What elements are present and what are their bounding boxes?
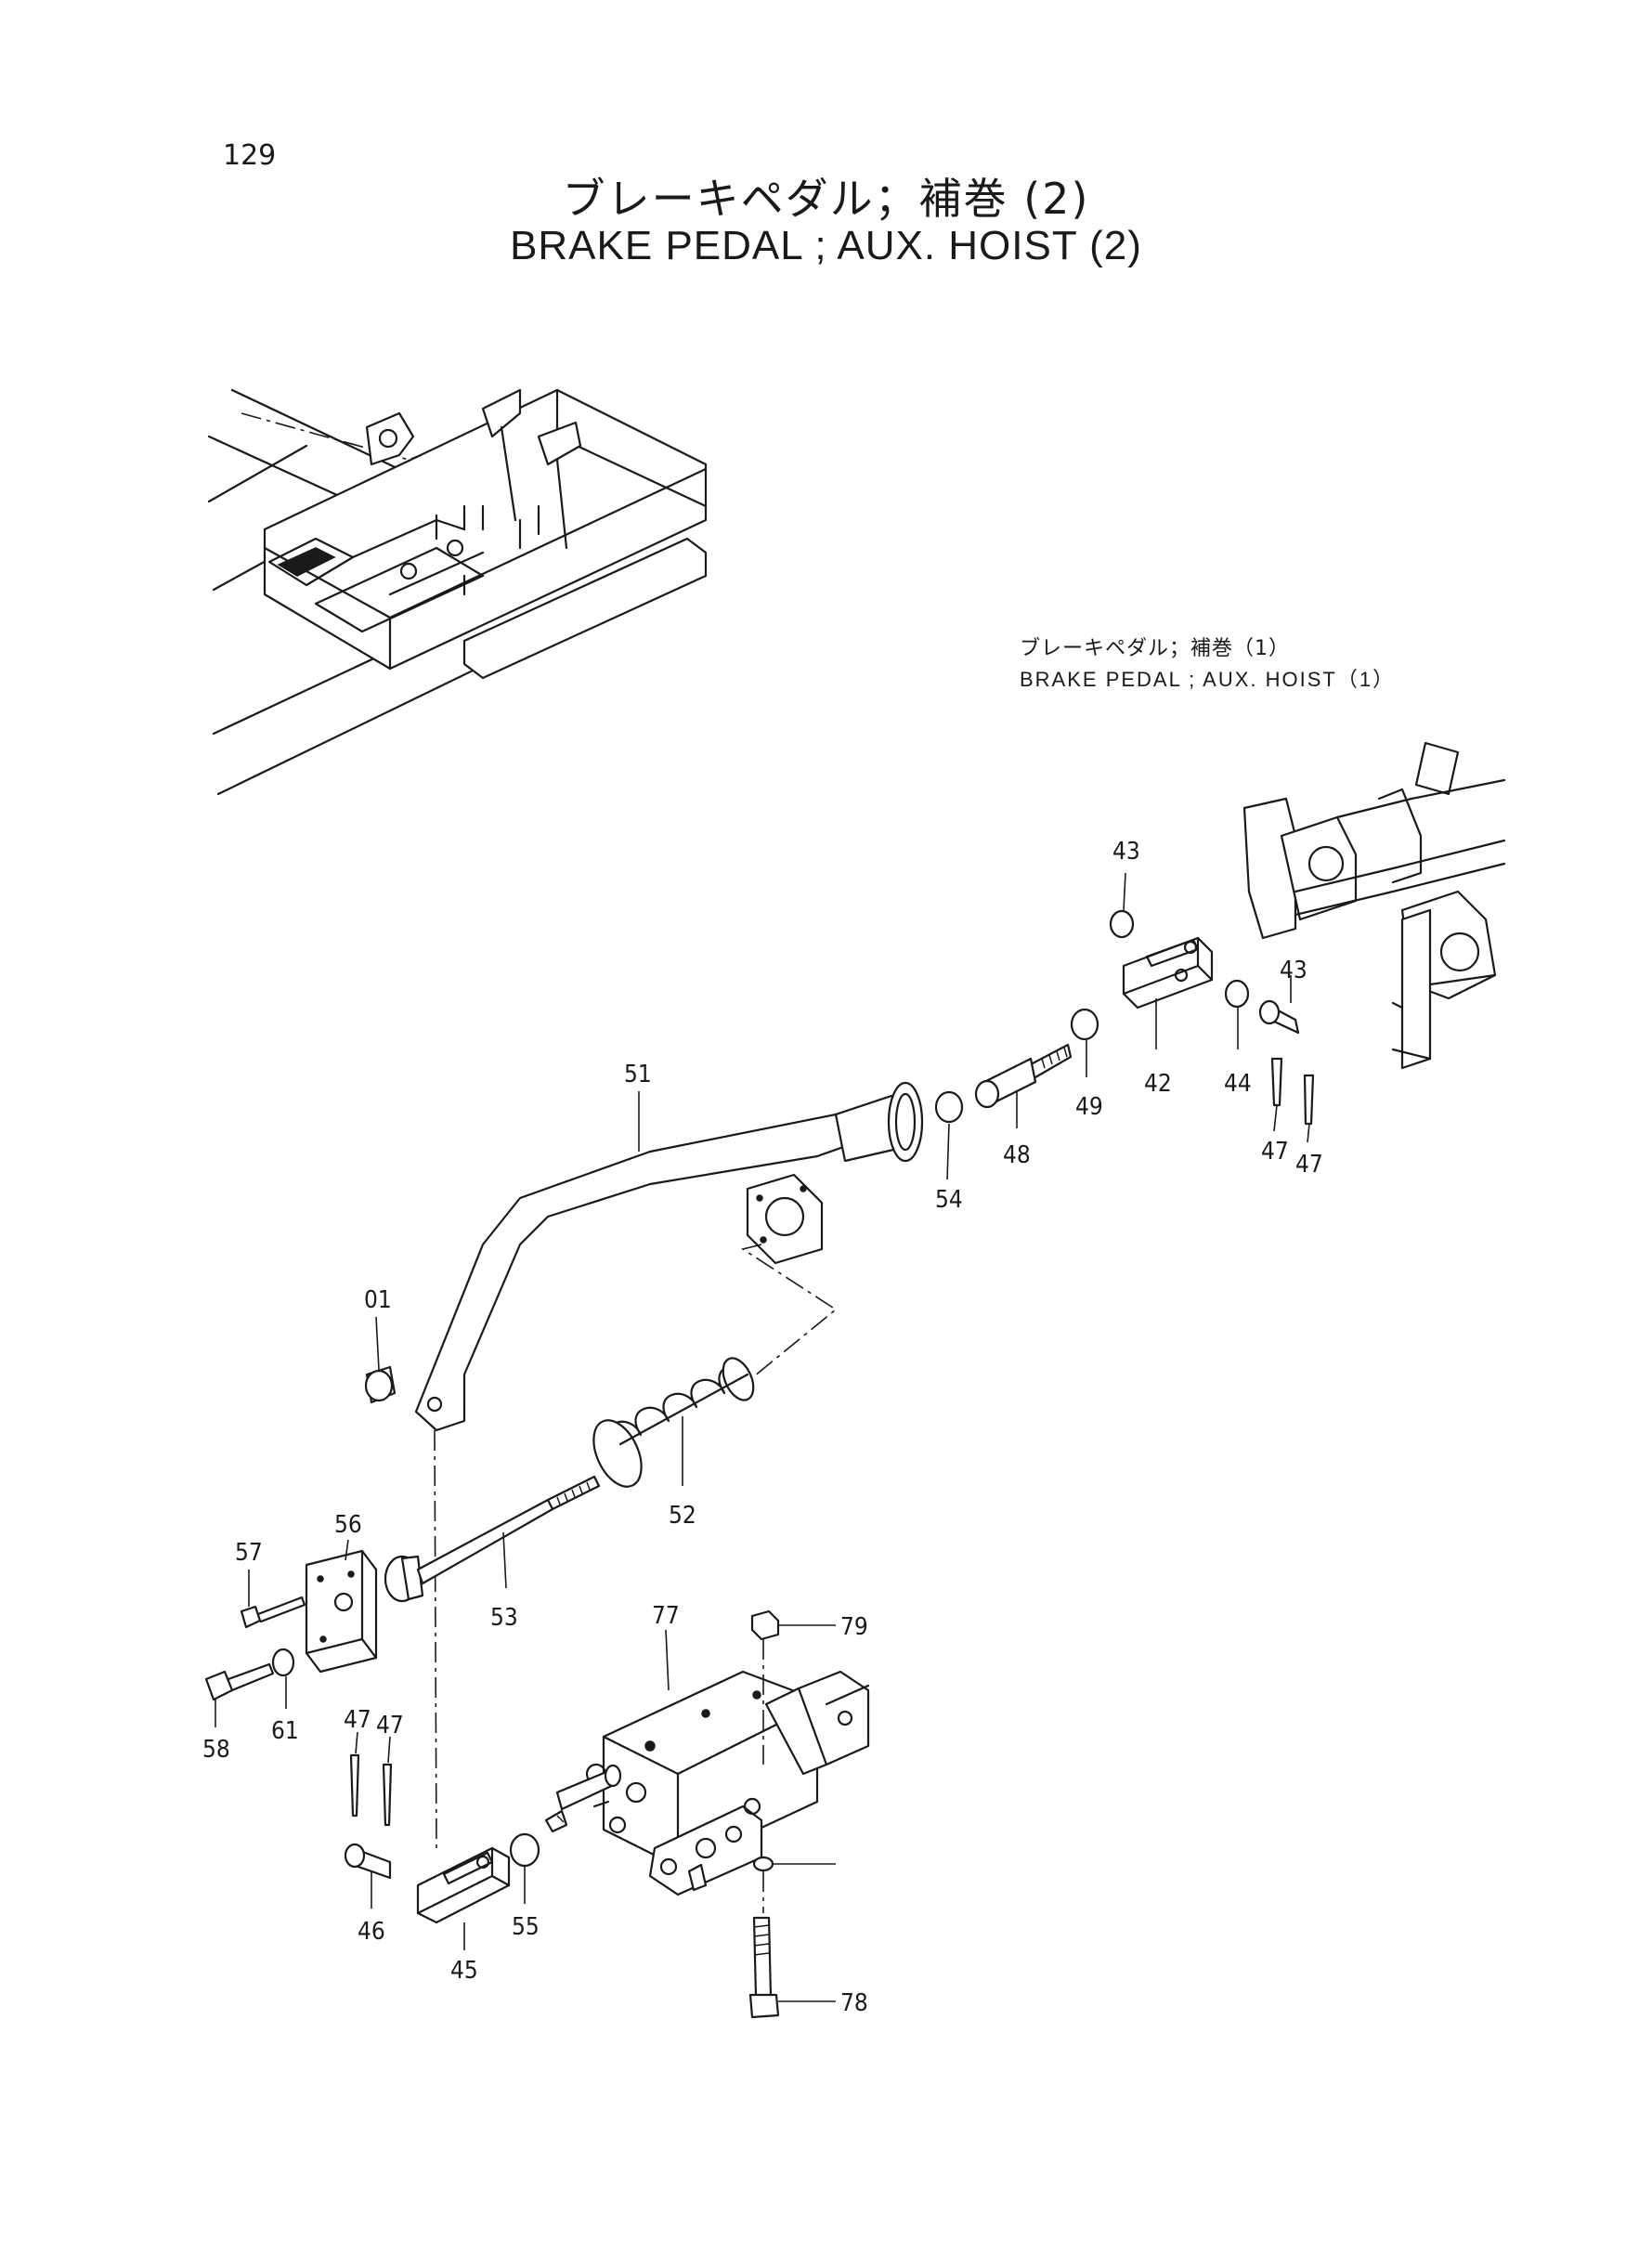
callout-47: 47 [376, 1712, 404, 1739]
part-47-cotter-pin-c [349, 1753, 360, 1818]
part-51-brake-pedal-lever [414, 1081, 924, 1432]
callout-57: 58 [202, 1736, 230, 1764]
callout-43: 43 [1280, 957, 1307, 984]
callout-52: 52 [669, 1502, 696, 1530]
part-78-nut [750, 1609, 780, 1641]
part-53-spring-rod [384, 1475, 601, 1603]
callout-44: 44 [1224, 1070, 1252, 1098]
title-english: BRAKE PEDAL ; AUX. HOIST (2) [510, 223, 1142, 268]
part-47-cotter-pin-a [1270, 1057, 1283, 1107]
part-79-washer [752, 1856, 774, 1872]
pedal-bracket-assembly [1242, 741, 1506, 1070]
part-49-nut [1070, 1008, 1099, 1041]
callout-77: 78 [840, 1989, 868, 2017]
callout-01: 01 [364, 1286, 392, 1314]
part-61-brake-valve [544, 1670, 870, 1896]
page-number: 129 [223, 139, 277, 172]
callout-46: 46 [358, 1918, 385, 1946]
reference-label-english: BRAKE PEDAL ; AUX. HOIST（1） [1020, 668, 1396, 691]
machine-overview-inset [207, 388, 708, 796]
part-47-cotter-pin-d [382, 1763, 393, 1827]
part-57-bolt [204, 1662, 275, 1701]
part-77-bolt [748, 1916, 780, 2019]
part-42-clevis [1122, 936, 1214, 1010]
callout-45: 45 [450, 1957, 478, 1985]
callout-44: 43 [1112, 838, 1140, 866]
part-47-cotter-pin-b [1303, 1074, 1315, 1126]
part-45-clevis [416, 1846, 511, 1924]
part-56-bolt [240, 1596, 306, 1629]
part-54-nut-b [509, 1832, 540, 1868]
part-58-washer [271, 1648, 295, 1677]
callout-47: 47 [1295, 1151, 1323, 1179]
part-52-spring [592, 1357, 755, 1488]
callout-42: 42 [1144, 1070, 1172, 1098]
part-55-plate [305, 1549, 378, 1674]
callout-48: 48 [1003, 1141, 1031, 1169]
callout-56: 57 [235, 1539, 263, 1567]
part-48-threaded-link [974, 1043, 1073, 1109]
part-43-pin [1258, 999, 1300, 1035]
part-46-pin [344, 1843, 392, 1880]
reference-label-japanese: ブレーキペダル；補巻（1） [1020, 637, 1290, 660]
callout-51: 51 [624, 1061, 652, 1088]
callout-49: 49 [1075, 1093, 1103, 1121]
callout-61: 77 [652, 1602, 680, 1630]
part-44-washer-a [1109, 909, 1135, 939]
callout-54: 54 [935, 1186, 963, 1214]
part-54-nut-a [934, 1090, 964, 1124]
callout-54: 55 [512, 1913, 540, 1941]
callout-55: 56 [334, 1511, 362, 1539]
leader-lines [215, 872, 1310, 2002]
callout-47: 47 [1261, 1138, 1289, 1166]
part-01-bushing [364, 1365, 397, 1404]
part-44-washer-b [1224, 979, 1250, 1009]
callout-58: 61 [271, 1717, 299, 1745]
alignment-line-lever-clevis [434, 1429, 437, 1849]
callout-numbers: 43 43 42 44 47 47 49 48 54 51 01 52 53 5… [202, 838, 1323, 2017]
callout-47: 47 [344, 1706, 371, 1734]
callout-53: 53 [490, 1604, 518, 1632]
callout-78: 79 [840, 1613, 868, 1641]
title-japanese: ブレーキペダル；補巻 (2) [562, 174, 1090, 224]
alignment-line-flange-spring [733, 1244, 838, 1394]
